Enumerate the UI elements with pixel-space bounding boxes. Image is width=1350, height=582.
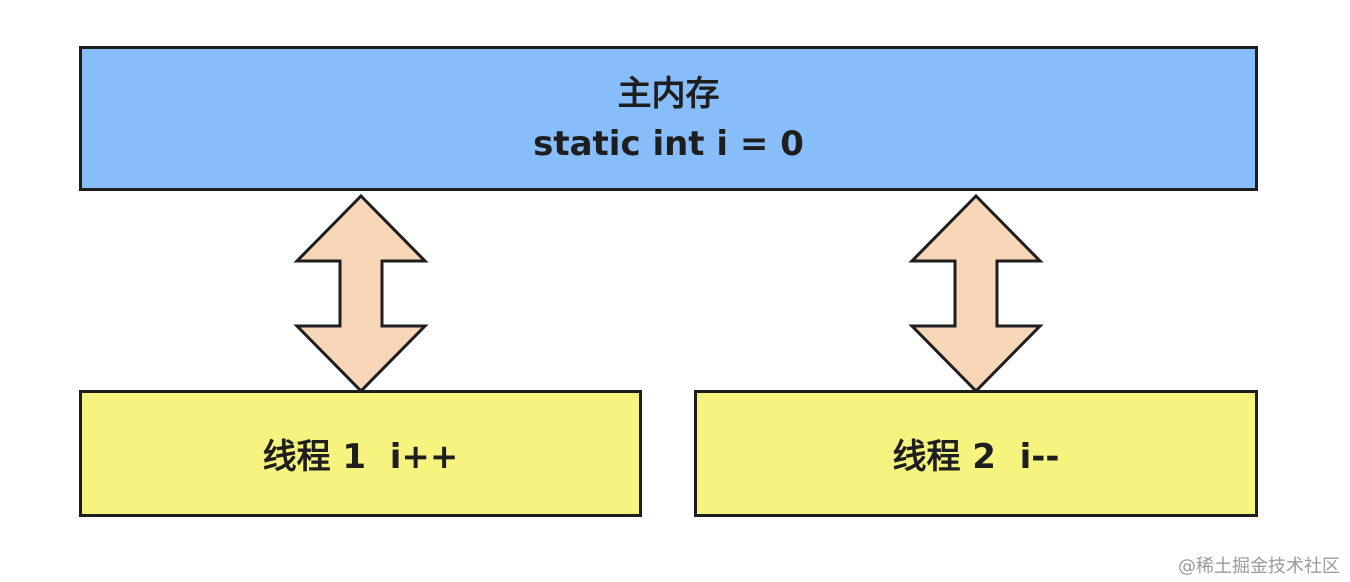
thread-2-box: 线程 2 i-- — [694, 390, 1258, 517]
main-memory-box: 主内存 static int i = 0 — [79, 46, 1258, 191]
main-memory-title: 主内存 — [617, 73, 720, 114]
watermark: @稀土掘金技术社区 — [1178, 556, 1340, 577]
double-arrow-thread-1 — [293, 193, 429, 394]
thread-2-label: 线程 2 i-- — [892, 437, 1060, 477]
double-arrow-thread-2 — [908, 193, 1044, 394]
thread-1-box: 线程 1 i++ — [79, 390, 642, 517]
thread-1-label: 线程 1 i++ — [262, 437, 459, 477]
main-memory-code: static int i = 0 — [533, 123, 804, 164]
